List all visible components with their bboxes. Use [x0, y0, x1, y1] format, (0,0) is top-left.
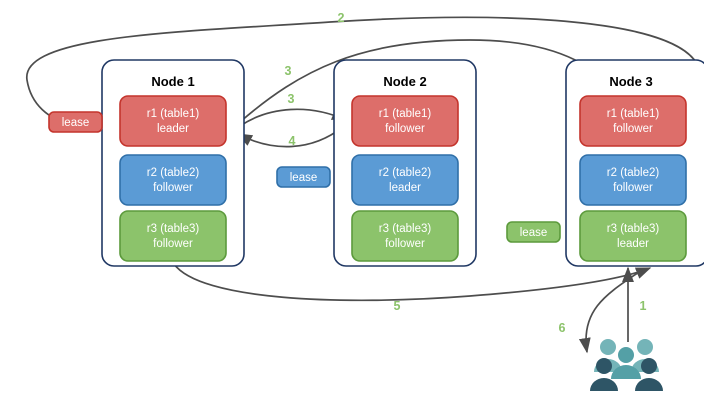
edge-step-5 [173, 263, 652, 302]
users-icon-head-front-right [641, 358, 657, 374]
replica-n3-r2-box[interactable] [579, 154, 687, 206]
lease-table3-label: lease [520, 227, 548, 239]
edge-step-2 [26, 16, 701, 127]
step-label-6: 6 [559, 321, 566, 335]
replica-n2-r3-box[interactable] [351, 210, 459, 262]
replica-n2-r2-role: leader [389, 182, 421, 194]
node-3[interactable]: Node 3 r1 (table1) follower r2 (table2) … [565, 59, 704, 267]
replica-n2-r3[interactable]: r3 (table3) follower [351, 210, 459, 262]
replica-n2-r3-role: follower [385, 238, 425, 250]
replica-n3-r1-box[interactable] [579, 95, 687, 147]
replica-n2-r2[interactable]: r2 (table2) leader [351, 154, 459, 206]
users-icon-head-front-left [596, 358, 612, 374]
lease-table2[interactable]: lease [276, 166, 331, 188]
replica-n1-r2[interactable]: r2 (table2) follower [119, 154, 227, 206]
node-1[interactable]: Node 1 r1 (table1) leader r2 (table2) fo… [101, 59, 245, 267]
edge-step-6 [578, 269, 643, 354]
step-label-4: 4 [289, 134, 296, 148]
node-3-title: Node 3 [609, 74, 652, 89]
node-2[interactable]: Node 2 r1 (table1) follower r2 (table2) … [333, 59, 477, 267]
replica-n2-r1[interactable]: r1 (table1) follower [351, 95, 459, 147]
replica-n3-r3-role: leader [617, 238, 649, 250]
replica-n3-r2-role: follower [613, 182, 653, 194]
users-icon-body-center [611, 365, 641, 379]
lease-table3[interactable]: lease [506, 221, 561, 243]
replica-n3-r2[interactable]: r2 (table2) follower [579, 154, 687, 206]
step-label-1: 1 [640, 299, 647, 313]
lease-table1-box[interactable] [48, 111, 103, 133]
replica-n2-r2-name: r2 (table2) [379, 167, 432, 179]
replica-n3-r1-name: r1 (table1) [607, 108, 660, 120]
step-label-3-upper: 3 [285, 64, 292, 78]
lease-table1[interactable]: lease [48, 111, 103, 133]
replica-n3-r3-name: r3 (table3) [607, 223, 660, 235]
lease-table3-box[interactable] [506, 221, 561, 243]
replica-n1-r3-role: follower [153, 238, 193, 250]
step-label-5: 5 [394, 299, 401, 313]
replica-n3-r3-box[interactable] [579, 210, 687, 262]
users-icon[interactable] [590, 339, 663, 391]
step-label-3-lower: 3 [288, 92, 295, 106]
replica-n1-r2-box[interactable] [119, 154, 227, 206]
replica-n1-r1[interactable]: r1 (table1) leader [119, 95, 227, 147]
node-2-title: Node 2 [383, 74, 426, 89]
lease-table1-label: lease [62, 117, 90, 129]
replica-n2-r1-name: r1 (table1) [379, 108, 432, 120]
replica-n1-r2-role: follower [153, 182, 193, 194]
users-icon-head-back-left [600, 339, 616, 355]
users-icon-head-center [618, 347, 634, 363]
replica-n1-r3-name: r3 (table3) [147, 223, 200, 235]
node-1-title: Node 1 [151, 74, 194, 89]
replica-n2-r1-box[interactable] [351, 95, 459, 147]
lease-table2-label: lease [290, 172, 318, 184]
users-icon-body-front-left [590, 378, 618, 391]
replica-n1-r3-box[interactable] [119, 210, 227, 262]
replica-n1-r1-box[interactable] [119, 95, 227, 147]
replica-n3-r3[interactable]: r3 (table3) leader [579, 210, 687, 262]
replica-n3-r1-role: follower [613, 123, 653, 135]
replica-n1-r1-role: leader [157, 123, 189, 135]
step-label-2: 2 [338, 11, 345, 25]
users-icon-head-back-right [637, 339, 653, 355]
replica-n2-r2-box[interactable] [351, 154, 459, 206]
replica-n2-r1-role: follower [385, 123, 425, 135]
replica-n1-r3[interactable]: r3 (table3) follower [119, 210, 227, 262]
users-icon-body-front-right [635, 378, 663, 391]
replica-n3-r1[interactable]: r1 (table1) follower [579, 95, 687, 147]
replica-n1-r2-name: r2 (table2) [147, 167, 200, 179]
replica-n3-r2-name: r2 (table2) [607, 167, 660, 179]
replica-n2-r3-name: r3 (table3) [379, 223, 432, 235]
replica-n1-r1-name: r1 (table1) [147, 108, 200, 120]
lease-table2-box[interactable] [276, 166, 331, 188]
